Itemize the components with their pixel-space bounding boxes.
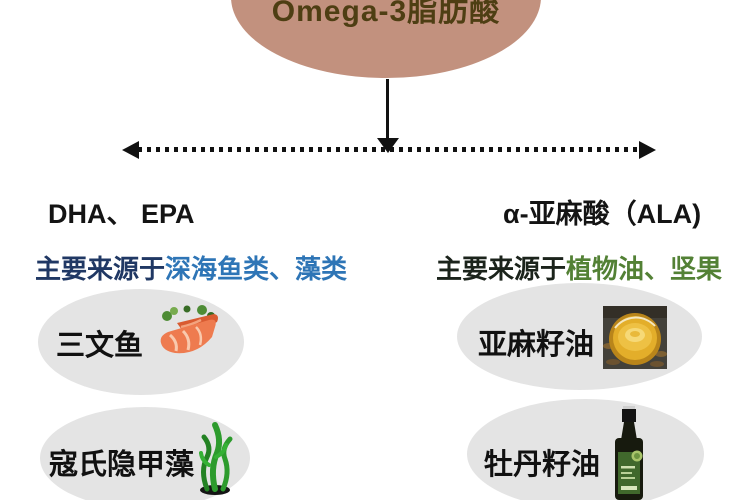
seaweed-algae-icon (199, 422, 233, 495)
salmon-fillet-icon (160, 305, 218, 354)
oil-bottle-icon (615, 406, 643, 500)
left-arrowhead-icon (122, 141, 139, 159)
bubble-salmon-label: 三文鱼 (56, 330, 144, 362)
right-source-highlight: 植物油、坚果 (566, 254, 723, 284)
bubble-peony-seed-oil (467, 399, 704, 500)
bubble-salmon (38, 289, 244, 395)
oil-bowl-photo-icon (603, 306, 667, 369)
right-source-prefix: 主要来源于 (436, 254, 567, 284)
bubble-peony-seed-oil-label: 牡丹籽油 (484, 449, 601, 481)
left-source-highlight: 深海鱼类、藻类 (165, 254, 348, 284)
root-node-title: Omega-3脂肪酸 (271, 0, 501, 28)
left-source-prefix: 主要来源于 (35, 254, 166, 284)
branch-heading-dha-epa: DHA、 EPA (48, 199, 195, 229)
horizontal-dotted-line (138, 147, 640, 152)
right-source-line: 主要来源于植物油、坚果 (436, 249, 722, 286)
vertical-arrow-shaft (386, 79, 389, 141)
right-arrowhead-icon (639, 141, 656, 159)
bubble-flaxseed-oil-label: 亚麻籽油 (478, 329, 595, 361)
bubble-algae-label: 寇氏隐甲藻 (49, 449, 195, 481)
left-source-line: 主要来源于深海鱼类、藻类 (35, 249, 347, 286)
branch-heading-ala: α-亚麻酸（ALA) (503, 199, 702, 229)
